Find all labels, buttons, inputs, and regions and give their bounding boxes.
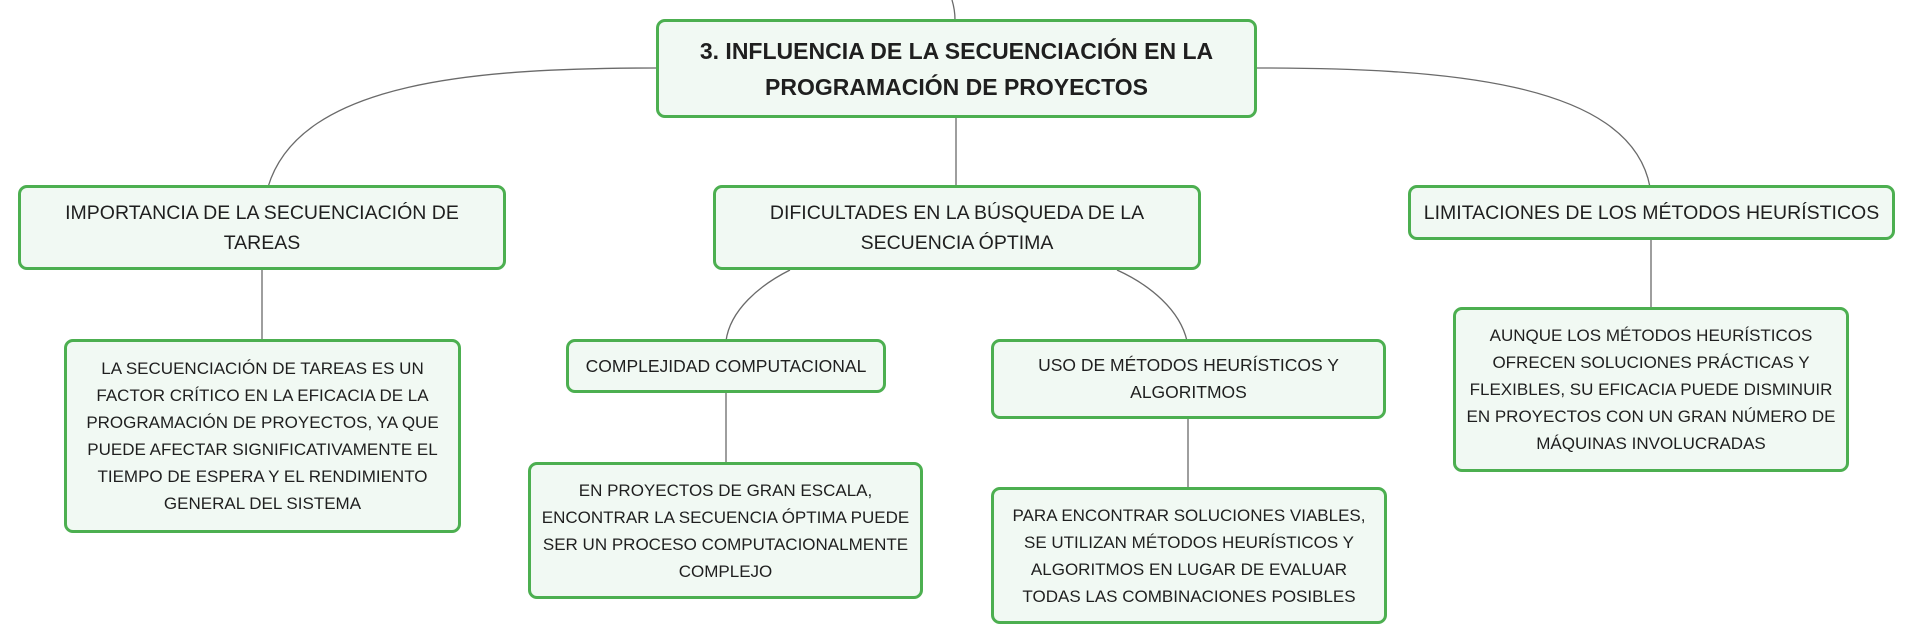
connector-root-top [951, 0, 956, 21]
subtopic-complejidad-computacional[interactable]: COMPLEJIDAD COMPUTACIONAL [566, 339, 886, 393]
topic-limitaciones-label: LIMITACIONES DE LOS MÉTODOS HEURÍSTICOS [1423, 201, 1880, 224]
connector-dificultades-to-uso [1116, 269, 1188, 342]
connector-root-to-importancia [267, 67, 659, 188]
subtopic-uso-label: USO DE MÉTODOS HEURÍSTICOS Y ALGORITMOS [1038, 355, 1339, 402]
topic-importancia-label: IMPORTANCIA DE LA SECUENCIACIÓN DE TAREA… [65, 201, 459, 254]
root-node-label: 3. INFLUENCIA DE LA SECUENCIACIÓN EN LA … [699, 37, 1214, 100]
detail-uso-text: PARA ENCONTRAR SOLUCIONES VIABLES, SE UT… [1012, 505, 1366, 606]
topic-limitaciones-metodos-heuristicos[interactable]: LIMITACIONES DE LOS MÉTODOS HEURÍSTICOS [1408, 185, 1895, 240]
detail-complejidad[interactable]: EN PROYECTOS DE GRAN ESCALA, ENCONTRAR L… [528, 462, 923, 599]
topic-importancia-secuenciacion[interactable]: IMPORTANCIA DE LA SECUENCIACIÓN DE TAREA… [18, 185, 506, 270]
detail-limitaciones[interactable]: AUNQUE LOS MÉTODOS HEURÍSTICOS OFRECEN S… [1453, 307, 1849, 472]
detail-importancia[interactable]: LA SECUENCIACIÓN DE TAREAS ES UN FACTOR … [64, 339, 461, 533]
connector-dificultades-to-complejidad [725, 269, 791, 342]
topic-dificultades-label: DIFICULTADES EN LA BÚSQUEDA DE LA SECUEN… [769, 201, 1145, 254]
detail-complejidad-text: EN PROYECTOS DE GRAN ESCALA, ENCONTRAR L… [541, 480, 910, 581]
subtopic-complejidad-label: COMPLEJIDAD COMPUTACIONAL [585, 355, 867, 376]
subtopic-uso-metodos-heuristicos[interactable]: USO DE MÉTODOS HEURÍSTICOS Y ALGORITMOS [991, 339, 1386, 419]
detail-importancia-text: LA SECUENCIACIÓN DE TAREAS ES UN FACTOR … [86, 359, 439, 513]
root-node[interactable]: 3. INFLUENCIA DE LA SECUENCIACIÓN EN LA … [656, 19, 1257, 118]
topic-dificultades-secuencia-optima[interactable]: DIFICULTADES EN LA BÚSQUEDA DE LA SECUEN… [713, 185, 1201, 270]
connector-root-to-limitaciones [1254, 67, 1651, 188]
detail-uso-metodos[interactable]: PARA ENCONTRAR SOLUCIONES VIABLES, SE UT… [991, 487, 1387, 624]
detail-limitaciones-text: AUNQUE LOS MÉTODOS HEURÍSTICOS OFRECEN S… [1466, 326, 1836, 453]
